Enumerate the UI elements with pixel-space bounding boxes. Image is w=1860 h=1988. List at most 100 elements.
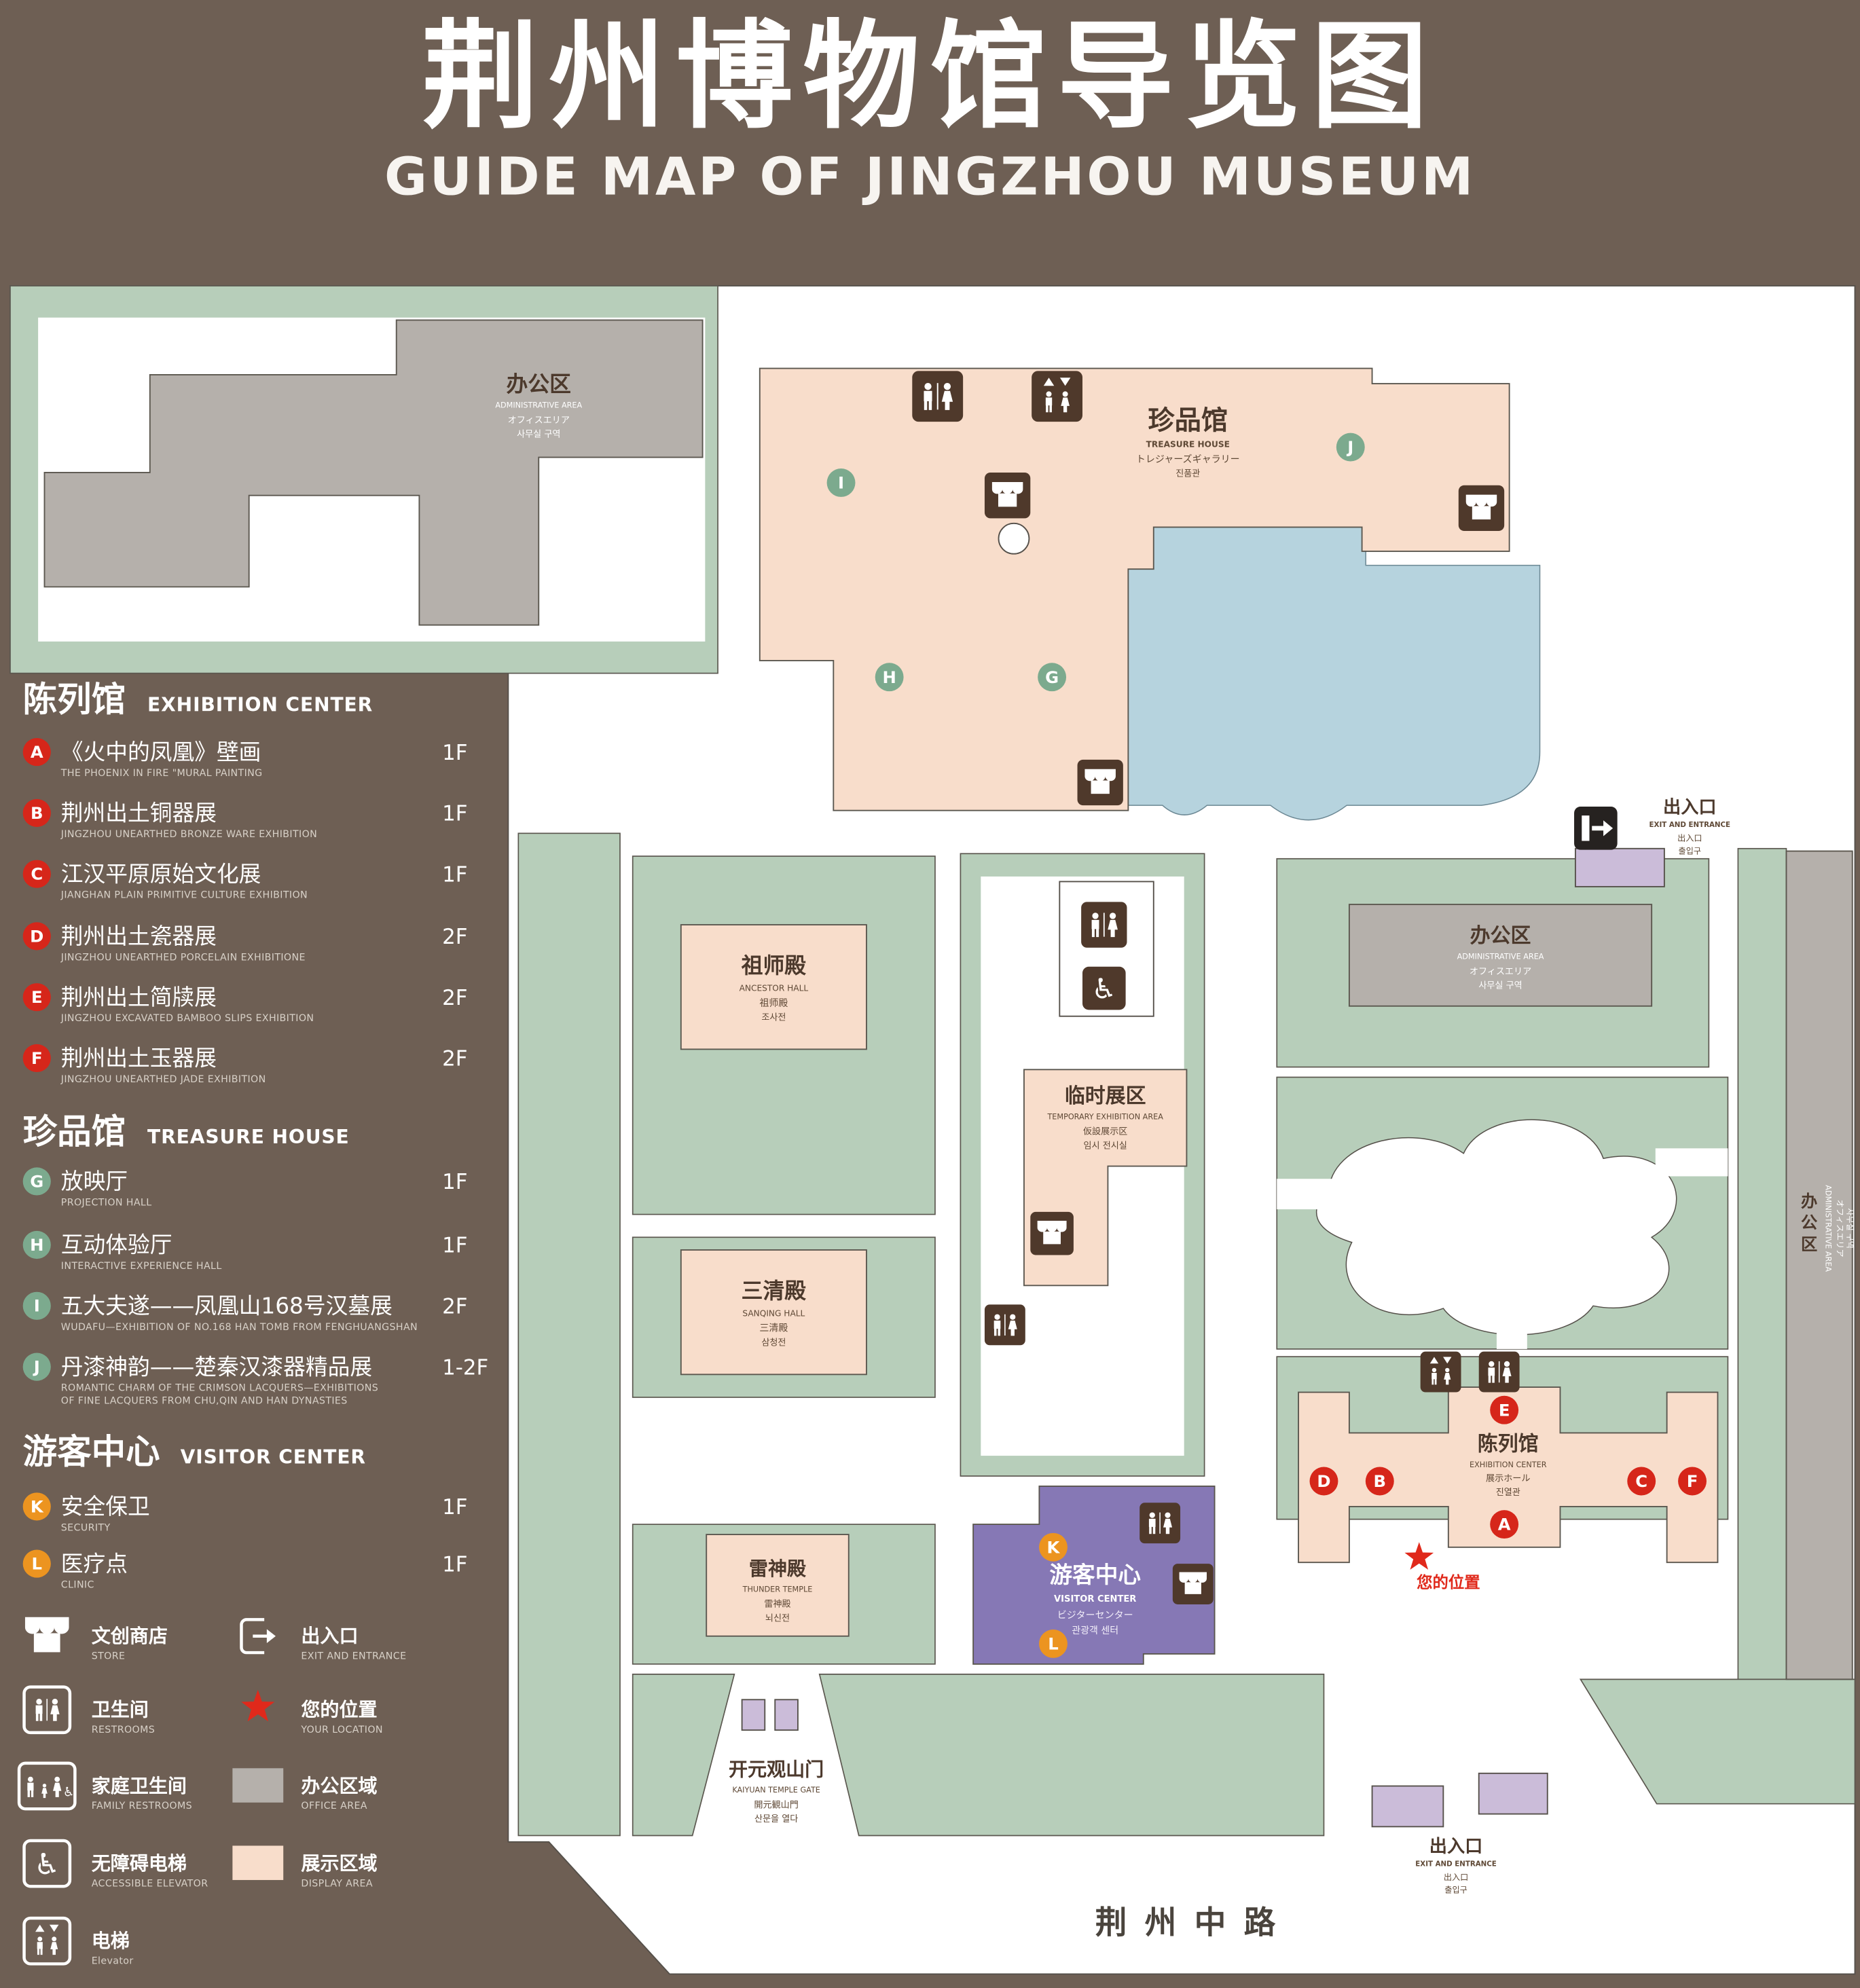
svg-text:TEMPORARY EXHIBITION AREA: TEMPORARY EXHIBITION AREA: [1046, 1112, 1163, 1121]
svg-text:办公区域: 办公区域: [301, 1775, 377, 1797]
svg-text:J: J: [33, 1357, 40, 1377]
svg-text:出入口: 出入口: [301, 1625, 358, 1647]
svg-text:JIANGHAN PLAIN PRIMITIVE CULTU: JIANGHAN PLAIN PRIMITIVE CULTURE EXHIBIT…: [60, 890, 308, 901]
restroom-icon: [912, 371, 963, 422]
svg-text:公: 公: [1801, 1213, 1818, 1232]
restroom-icon: [1081, 902, 1127, 947]
location-star-icon: [241, 1689, 275, 1722]
svg-text:オフィスエリア: オフィスエリア: [1835, 1200, 1844, 1257]
svg-text:사무실 구역: 사무실 구역: [1845, 1208, 1855, 1249]
svg-text:仮設展示区: 仮設展示区: [1083, 1126, 1127, 1137]
svg-text:EXHIBITION CENTER: EXHIBITION CENTER: [1470, 1460, 1547, 1469]
marker-D: D: [1309, 1467, 1338, 1496]
exit-icon: [241, 1619, 276, 1653]
svg-text:A: A: [31, 742, 43, 762]
store-icon: [1173, 1564, 1214, 1604]
svg-text:INTERACTIVE EXPERIENCE HALL: INTERACTIVE EXPERIENCE HALL: [61, 1261, 222, 1272]
svg-text:E: E: [31, 987, 43, 1007]
svg-text:祖师殿: 祖师殿: [742, 953, 807, 978]
legend-section-title-en: VISITOR CENTER: [181, 1446, 366, 1468]
svg-text:L: L: [1048, 1634, 1059, 1654]
svg-text:K: K: [31, 1496, 44, 1516]
label-exit-top: 出入口 EXIT AND ENTRANCE 出入口 출입구: [1649, 797, 1731, 855]
legend-item-b: B 荆州出土铜器展 JINGZHOU UNEARTHED BRONZE WARE…: [22, 798, 467, 840]
restroom-icon: [1479, 1352, 1520, 1393]
treasure-zh: 珍品馆: [1148, 405, 1228, 436]
elevator-icon: [24, 1918, 70, 1964]
svg-text:G: G: [30, 1171, 43, 1191]
svg-text:SECURITY: SECURITY: [61, 1522, 111, 1533]
svg-text:荆州出土铜器展: 荆州出土铜器展: [61, 800, 217, 826]
label-admin-top: 办公区 ADMINISTRATIVE AREA オフィスエリア 사무실 구역: [495, 371, 582, 439]
svg-text:ACCESSIBLE ELEVATOR: ACCESSIBLE ELEVATOR: [92, 1878, 208, 1889]
svg-text:出入口: 出入口: [1444, 1873, 1468, 1882]
landscape-block: [632, 1674, 735, 1837]
buildings: [43, 319, 1853, 1828]
admin-building-right: [1348, 904, 1653, 1007]
garden-path: [1496, 1298, 1527, 1349]
label-treasure-house: 珍品馆 TREASURE HOUSE トレジャーズギャラリー 진품관: [1136, 405, 1240, 479]
svg-text:L: L: [32, 1554, 43, 1574]
svg-text:C: C: [31, 864, 43, 884]
legend-symbol-store: 文创商店 STORE: [24, 1617, 168, 1661]
svg-text:五大夫遂——凤凰山168号汉墓展: 五大夫遂——凤凰山168号汉墓展: [61, 1293, 393, 1319]
entrance-pad-top: [1574, 847, 1665, 887]
admin-top-zh: 办公区: [507, 371, 571, 397]
label-thunder-temple: 雷神殿 THUNDER TEMPLE 雷神殿 뇌신전: [742, 1558, 813, 1623]
accessible-restroom-icon: [1082, 966, 1126, 1010]
landscape-strip: [1737, 847, 1787, 1680]
svg-text:CLINIC: CLINIC: [61, 1580, 94, 1591]
accessible-elevator-icon: [24, 1841, 70, 1886]
marker-I: I: [826, 468, 856, 497]
your-location-label: 您的位置: [1417, 1573, 1480, 1592]
store-icon: [24, 1617, 69, 1653]
svg-text:RESTROOMS: RESTROOMS: [92, 1725, 155, 1735]
legend-item-a: A 《火中的凤凰》壁画 THE PHOENIX IN FIRE "MURAL P…: [22, 738, 467, 779]
legend-item-h: H 互动体验厅 INTERACTIVE EXPERIENCE HALL 1F: [22, 1230, 467, 1272]
svg-text:ビジターセンター: ビジターセンター: [1057, 1610, 1133, 1621]
legend-symbol-display-area: 展示区域 DISPLAY AREA: [232, 1845, 378, 1889]
landscape-blocks: [10, 285, 1856, 1837]
store-icon: [985, 473, 1030, 518]
label-temporary-exhibition: 临时展区 TEMPORARY EXHIBITION AREA 仮設展示区 임시 …: [1046, 1084, 1163, 1151]
bridge-arch: [998, 522, 1030, 555]
svg-text:1F: 1F: [442, 862, 467, 887]
svg-text:STORE: STORE: [92, 1651, 126, 1661]
svg-text:临时展区: 临时展区: [1065, 1084, 1146, 1108]
map-labels: 办公区 ADMINISTRATIVE AREA オフィスエリア 사무실 구역 珍…: [495, 371, 1855, 1941]
svg-text:EXIT AND ENTRANCE: EXIT AND ENTRANCE: [301, 1651, 406, 1661]
svg-text:雷神殿: 雷神殿: [749, 1558, 807, 1580]
svg-text:KAIYUAN TEMPLE GATE: KAIYUAN TEMPLE GATE: [732, 1786, 820, 1794]
svg-text:雷神殿: 雷神殿: [764, 1599, 790, 1610]
svg-text:1F: 1F: [442, 1234, 467, 1258]
svg-text:D: D: [30, 926, 43, 946]
header: 荆州博物馆导览图 GUIDE MAP OF JINGZHOU MUSEUM: [384, 8, 1473, 207]
thunder-temple-building: [706, 1534, 850, 1637]
treasure-ja: トレジャーズギャラリー: [1136, 454, 1240, 465]
admin-building-top: [43, 319, 704, 626]
svg-text:江汉平原原始文化展: 江汉平原原始文化展: [61, 861, 261, 887]
svg-text:1F: 1F: [442, 741, 467, 765]
svg-text:C: C: [1635, 1471, 1647, 1491]
marker-C: C: [1627, 1467, 1656, 1496]
svg-text:E: E: [1499, 1400, 1510, 1420]
admin-top-en: ADMINISTRATIVE AREA: [495, 401, 582, 410]
svg-text:출입구: 출입구: [1679, 846, 1702, 855]
svg-text:I: I: [838, 473, 844, 493]
svg-text:ANCESTOR HALL: ANCESTOR HALL: [740, 983, 809, 993]
svg-text:JINGZHOU UNEARTHED PORCELAIN E: JINGZHOU UNEARTHED PORCELAIN EXHIBITIONE: [60, 952, 306, 963]
svg-text:ADMINISTRATIVE AREA: ADMINISTRATIVE AREA: [1823, 1185, 1832, 1272]
svg-text:I: I: [34, 1296, 40, 1316]
svg-text:1F: 1F: [442, 1552, 467, 1577]
svg-text:医疗点: 医疗点: [61, 1551, 128, 1577]
svg-text:G: G: [1045, 667, 1059, 687]
legend-symbol-location: 您的位置 YOUR LOCATION: [241, 1689, 383, 1735]
svg-text:OFFICE AREA: OFFICE AREA: [301, 1801, 367, 1811]
svg-text:WUDAFU—EXHIBITION OF NO.168 HA: WUDAFU—EXHIBITION OF NO.168 HAN TOMB FRO…: [61, 1322, 418, 1333]
svg-text:A: A: [1498, 1515, 1511, 1534]
svg-text:1-2F: 1-2F: [442, 1355, 488, 1380]
svg-text:임시 전시실: 임시 전시실: [1084, 1140, 1127, 1151]
svg-text:開元観山門: 開元観山門: [754, 1799, 798, 1810]
restroom-icon: [24, 1687, 70, 1733]
